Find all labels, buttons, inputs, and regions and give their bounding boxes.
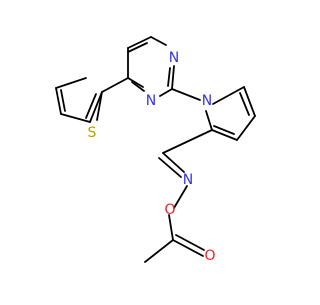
bond [162, 129, 213, 154]
bond [89, 91, 103, 123]
bond [101, 77, 129, 93]
bond [55, 87, 62, 115]
atom-n-pyrimidine-top: N [169, 50, 179, 66]
bond [85, 93, 97, 119]
bond [60, 113, 91, 123]
atom-s-thiophene: S [88, 125, 97, 141]
bond [172, 239, 204, 257]
bond [158, 157, 182, 178]
bond [162, 152, 185, 173]
bond [211, 129, 238, 141]
bond [131, 81, 145, 92]
bond [127, 36, 152, 49]
bond [243, 86, 256, 117]
bond [167, 67, 171, 87]
atom-n-pyrimidine-bottom: N [146, 93, 156, 109]
bond [239, 92, 250, 116]
bond [212, 86, 245, 105]
bond [213, 125, 235, 135]
bond [96, 91, 103, 121]
structure-canvas: N N N S N O O [55, 36, 256, 264]
bond [55, 77, 87, 89]
bond [171, 65, 175, 90]
bond [236, 115, 256, 141]
molecule-structure: N N N S N O O [55, 36, 256, 264]
atom-o-oxime: O [164, 202, 175, 218]
bond [159, 88, 173, 97]
atom-n-pyrrole: N [202, 93, 212, 109]
bonds-layer [55, 36, 256, 263]
atom-labels-layer: N N N S N O O [88, 50, 216, 264]
bond [168, 214, 174, 241]
bond [175, 234, 205, 251]
bond [205, 110, 213, 131]
bond [173, 185, 188, 209]
bond [171, 88, 201, 101]
bond [60, 89, 66, 112]
bond [150, 36, 167, 46]
atom-o-carbonyl: O [204, 248, 215, 264]
bond [144, 239, 174, 263]
bond [127, 77, 144, 88]
atom-n-oxime: N [183, 172, 193, 188]
bond [127, 42, 148, 53]
